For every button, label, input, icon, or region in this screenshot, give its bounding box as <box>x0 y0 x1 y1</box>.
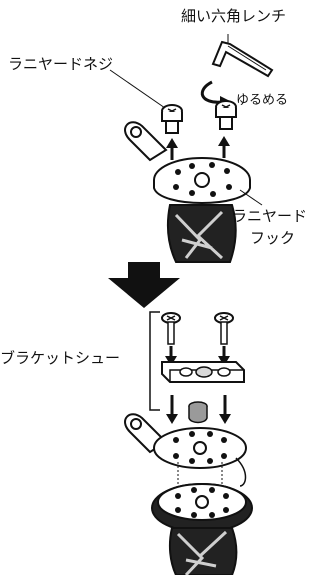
bracket-shoe-block <box>161 361 245 383</box>
loosen-label: ゆるめる <box>236 93 289 108</box>
screw-leader-line <box>109 69 166 109</box>
mount-plate-bottom <box>153 427 247 487</box>
lanyard-screw-label: ラニヤードネジ <box>8 55 114 73</box>
bracket-outline <box>149 311 160 411</box>
lanyard-hook-label-line1: ラニヤード <box>232 207 308 225</box>
hex-wrench-icon <box>211 40 274 78</box>
lanyard-screw-right <box>215 100 237 130</box>
hook-leader-line <box>239 189 263 206</box>
lanyard-screw-left <box>161 104 183 134</box>
hex-wrench-label: 細い六角レンチ <box>181 7 287 25</box>
screw-long-right <box>214 312 234 345</box>
down-arrows-lower <box>166 395 231 424</box>
lanyard-hook-top <box>124 121 168 162</box>
grip-base-bottom <box>151 483 253 577</box>
screw-long-left <box>161 312 181 345</box>
lanyard-hook-label-line2: フック <box>250 229 296 247</box>
bracket-shoe-label: ブラケットシュー <box>0 349 121 367</box>
bracket-plug <box>188 401 208 424</box>
up-arrows <box>166 136 230 160</box>
grip-top <box>167 204 237 263</box>
mount-plate-top <box>153 157 251 204</box>
big-down-arrow-icon <box>108 262 180 308</box>
